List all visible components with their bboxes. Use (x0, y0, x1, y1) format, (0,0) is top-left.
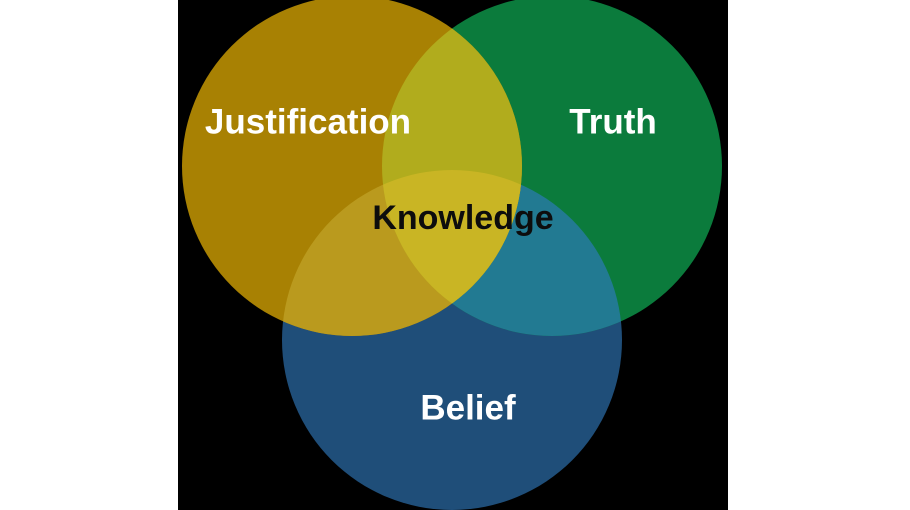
label-belief: Belief (420, 388, 516, 427)
label-justification: Justification (205, 102, 411, 141)
right-margin (728, 0, 910, 510)
label-knowledge: Knowledge (372, 199, 553, 237)
venn-diagram-panel: Justification Truth Belief Knowledge (178, 0, 728, 510)
left-margin (0, 0, 178, 510)
label-truth: Truth (569, 102, 656, 141)
venn-diagram: Justification Truth Belief Knowledge (178, 0, 728, 510)
region-knowledge (382, 170, 522, 336)
